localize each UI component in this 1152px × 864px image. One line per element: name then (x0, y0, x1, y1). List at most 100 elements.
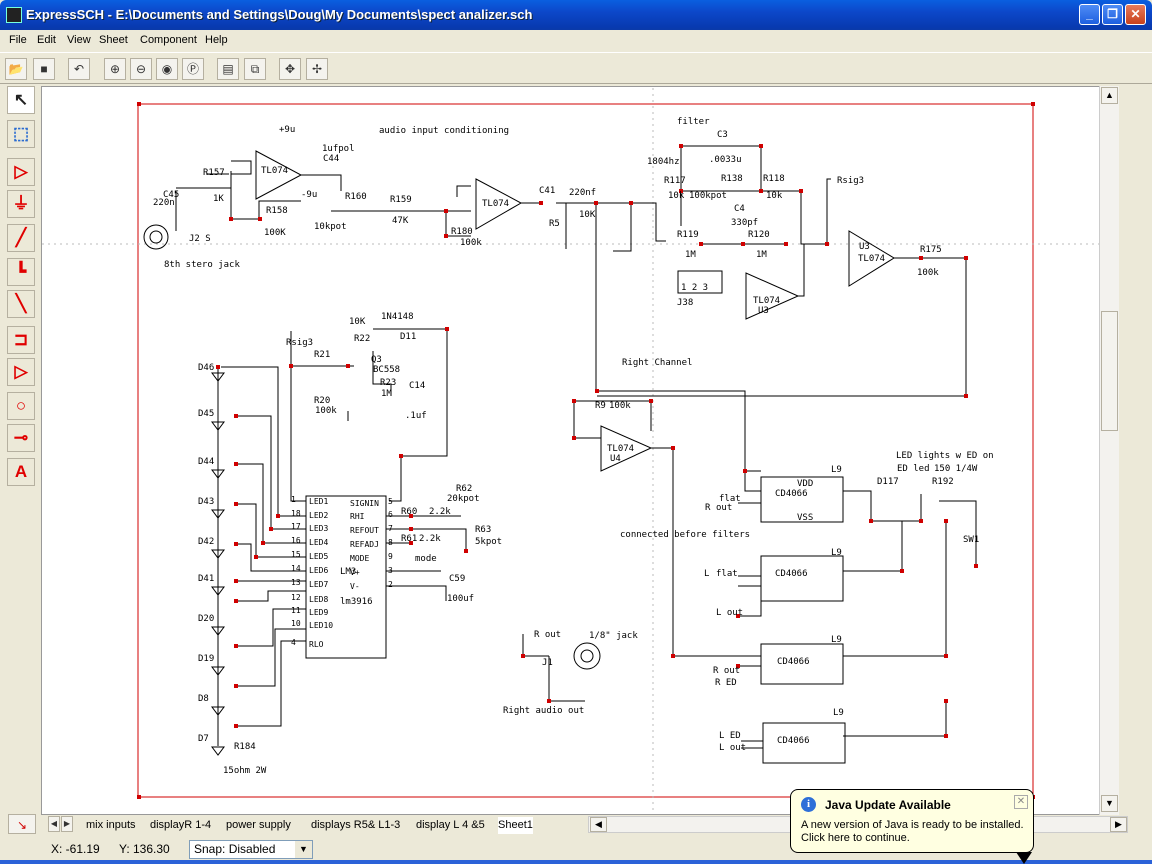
menu-bar: File Edit View Sheet Component Help (0, 30, 1152, 50)
label-r119v: 1M (685, 250, 696, 260)
scroll-thumb[interactable] (1101, 311, 1118, 431)
ground-icon[interactable]: ⏚ (7, 190, 35, 218)
status-x: X: -61.19 (51, 842, 100, 856)
scroll-down-icon[interactable]: ▼ (1101, 795, 1118, 812)
junction-icon[interactable]: ⊸ (7, 424, 35, 452)
connect-icon[interactable]: ↘ (8, 814, 36, 834)
snap-dropdown[interactable]: Snap: Disabled ▼ (189, 840, 313, 859)
opamp-u1b (475, 178, 523, 230)
tab-next-icon[interactable]: ▶ (61, 816, 73, 832)
balloon-tail (1016, 852, 1032, 864)
component-icon[interactable]: ▷ (7, 158, 35, 186)
wire-icon[interactable]: ╱ (7, 224, 35, 252)
label-r117v: 10k (668, 191, 685, 201)
page-border (137, 103, 1034, 798)
label-connected: connected before filters (620, 530, 750, 540)
maximize-button[interactable]: ❐ (1102, 4, 1123, 25)
tab-mix-inputs[interactable]: mix inputs (86, 819, 136, 831)
vertical-scrollbar[interactable]: ▲ ▼ (1099, 86, 1119, 815)
label-lm3916: lm3916 (340, 597, 373, 607)
label-r20v: 100k (315, 406, 337, 416)
label-rsig3: Rsig3 (837, 176, 864, 186)
tab-power-supply[interactable]: power supply (226, 819, 291, 831)
circle-icon[interactable]: ○ (7, 392, 35, 420)
port-icon[interactable]: ⊐ (7, 326, 35, 354)
pan-icon[interactable]: ✥ (279, 58, 301, 80)
tab-prev-icon[interactable]: ◀ (48, 816, 60, 832)
label-u3a-type: TL074 (858, 254, 885, 264)
select-area-icon[interactable]: ⬚ (7, 120, 35, 148)
power-icon[interactable]: ▷ (7, 358, 35, 386)
schematic-canvas[interactable]: audio input conditioning filter 1804hz C… (41, 86, 1118, 815)
label-bc558: BC558 (373, 365, 400, 375)
label-r22v: 10K (349, 317, 366, 327)
label-r120v: 1M (756, 250, 767, 260)
label-cd4066-c: CD4066 (777, 657, 810, 667)
undo-icon[interactable]: ↶ (68, 58, 90, 80)
menu-view[interactable]: View (67, 34, 91, 46)
label-r184v: 15ohm 2W (223, 766, 267, 776)
label-c59v: 100uf (447, 594, 474, 604)
scroll-left-icon[interactable]: ◀ (590, 817, 607, 832)
notification-text[interactable]: A new version of Java is ready to be ins… (801, 819, 1024, 844)
zoom-in-icon[interactable]: ⊕ (104, 58, 126, 80)
label-c41v: 220nf (569, 188, 596, 198)
label-r138: R138 (721, 174, 743, 184)
center-icon[interactable]: ✢ (306, 58, 328, 80)
sheet-icon[interactable]: ⧉ (244, 58, 266, 80)
title-bar[interactable]: ExpressSCH - E:\Documents and Settings\D… (0, 0, 1152, 30)
java-update-notification[interactable]: i Java Update Available ✕ A new version … (790, 789, 1034, 864)
label-c41: C41 (539, 186, 555, 196)
label-r21: R21 (314, 350, 330, 360)
label-c44v: 1ufpol (322, 144, 355, 154)
label-u3a: U3 (859, 242, 870, 252)
open-icon[interactable]: 📂 (5, 58, 27, 80)
zoom-out-icon[interactable]: ⊖ (130, 58, 152, 80)
schematic-drawing[interactable]: audio input conditioning filter 1804hz C… (42, 87, 1118, 815)
zoom-page-icon[interactable]: Ⓟ (182, 58, 204, 80)
label-r157: R157 (203, 168, 225, 178)
label-u4: U4 (610, 454, 621, 464)
close-button[interactable]: ✕ (1125, 4, 1146, 25)
zoom-fit-icon[interactable]: ◉ (156, 58, 178, 80)
lm3916-pin-label: MODE (350, 554, 369, 563)
led-diode (211, 549, 225, 559)
led-diode (211, 509, 225, 519)
snap-value: Snap: Disabled (194, 842, 276, 856)
bus-icon[interactable]: ┗ (7, 258, 35, 286)
lm3916-pin-label: REFADJ (350, 540, 379, 549)
minimize-button[interactable]: _ (1079, 4, 1100, 25)
pointer-icon[interactable]: ↖ (7, 86, 35, 114)
tab-sheet1[interactable]: Sheet1 (498, 817, 533, 834)
menu-edit[interactable]: Edit (37, 34, 56, 46)
scroll-right-icon[interactable]: ▶ (1110, 817, 1127, 832)
label-out-r: out (716, 503, 732, 513)
properties-icon[interactable]: ▤ (217, 58, 239, 80)
label-r138v: 100kpot (689, 191, 727, 201)
label-r159v: 47K (392, 216, 409, 226)
lm3916-pin-number: 13 (291, 578, 301, 587)
label-u3b: U3 (758, 306, 769, 316)
lm3916-pin-number: 14 (291, 564, 301, 573)
save-icon[interactable]: ■ (33, 58, 55, 80)
menu-component[interactable]: Component (140, 34, 197, 46)
scroll-up-icon[interactable]: ▲ (1101, 87, 1118, 104)
tab-displayr-1-4[interactable]: displayR 1-4 (150, 819, 212, 831)
led-label: D19 (198, 654, 214, 664)
tab-display-l-4-5[interactable]: display L 4 &5 (416, 819, 485, 831)
tab-displays-r5-l1-3[interactable]: displays R5& L1-3 (311, 819, 401, 831)
label-r118: R118 (763, 174, 785, 184)
label-r: R (705, 503, 711, 513)
bus-entry-icon[interactable]: ╲ (7, 290, 35, 318)
label-u3b-type: TL074 (753, 296, 780, 306)
label-r62v: 20kpot (447, 494, 480, 504)
text-icon[interactable]: A (7, 458, 35, 486)
menu-file[interactable]: File (9, 34, 27, 46)
label-rout-j1: R out (534, 630, 561, 640)
menu-sheet[interactable]: Sheet (99, 34, 128, 46)
menu-help[interactable]: Help (205, 34, 228, 46)
chevron-down-icon[interactable]: ▼ (295, 841, 312, 858)
close-icon[interactable]: ✕ (1014, 795, 1028, 809)
label-r184: R184 (234, 742, 256, 752)
label-r22: R22 (354, 334, 370, 344)
